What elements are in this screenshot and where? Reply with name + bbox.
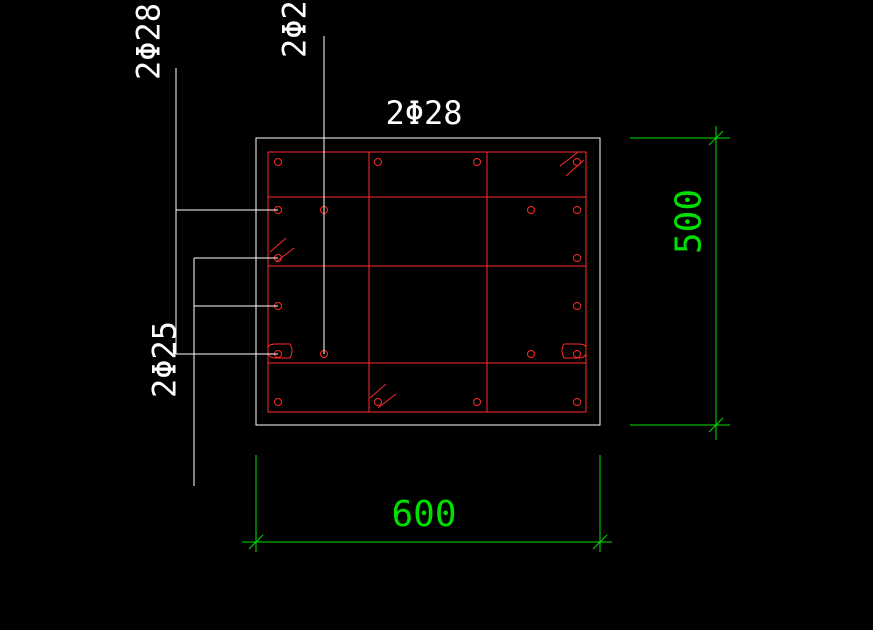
label-2phi25-bottom: 2Φ25 [145, 321, 183, 398]
rebar-bar [527, 206, 535, 214]
rebar-bar [573, 254, 581, 262]
dim-width-text: 600 [391, 494, 456, 535]
dimension-width [242, 455, 612, 552]
rebar-bar [573, 302, 581, 310]
rebar-bar [274, 398, 282, 406]
dimension-height [630, 126, 730, 440]
dim-width-tick-right [592, 534, 608, 550]
label-2phi28-left: 2Φ28 [129, 3, 167, 80]
rebar-bar [274, 158, 282, 166]
rebar-bar [573, 350, 581, 358]
rebar-bar [573, 158, 581, 166]
dim-width-tick-left [248, 534, 264, 550]
hook-loop [267, 343, 293, 359]
hook-mark [275, 247, 295, 263]
rebar-cage [267, 151, 587, 413]
hook-mark [269, 237, 287, 253]
rebar-bars [274, 158, 581, 406]
leader-lines [175, 36, 325, 486]
label-2phi25-top: 2Φ25 [275, 0, 313, 58]
concrete-outline [255, 137, 601, 426]
rebar-bar [374, 158, 382, 166]
rebar-bar [374, 398, 382, 406]
hook-loop [561, 343, 587, 359]
rebar-bar [527, 350, 535, 358]
rebar-bar [573, 398, 581, 406]
rebar-bar [473, 398, 481, 406]
outer-stirrup [267, 151, 587, 413]
hook-mark [559, 151, 579, 167]
rebar-bar [473, 158, 481, 166]
hook-mark [565, 159, 585, 177]
dim-height-tick-bottom [708, 417, 724, 433]
dim-height-text: 500 [668, 189, 709, 254]
dim-height-tick-top [708, 130, 724, 146]
hook-mark [377, 393, 397, 409]
label-2phi28-top: 2Φ28 [385, 94, 462, 132]
rebar-bar [573, 206, 581, 214]
hook-mark [369, 383, 387, 399]
